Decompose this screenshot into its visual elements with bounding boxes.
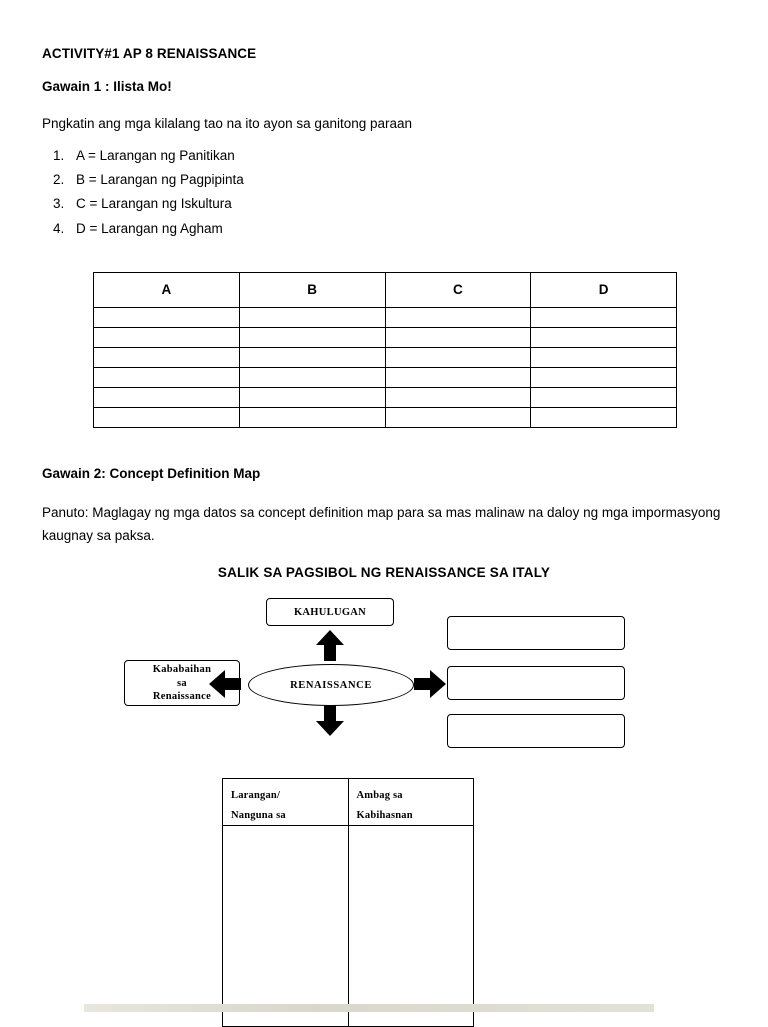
table-header-larangan-line2: Nanguna sa bbox=[231, 809, 286, 821]
table-cell[interactable] bbox=[93, 346, 240, 368]
table-cell[interactable] bbox=[93, 406, 240, 428]
table-row bbox=[93, 386, 677, 408]
table-row bbox=[93, 346, 677, 368]
concept-answer-box-2[interactable] bbox=[447, 666, 625, 701]
table-cell[interactable] bbox=[384, 346, 532, 368]
concept-center-renaissance[interactable]: RENAISSANCE bbox=[248, 664, 414, 707]
arrow-right-icon bbox=[414, 670, 446, 699]
table-row bbox=[93, 326, 677, 348]
concept-box-kahulugan-label: KAHULUGAN bbox=[293, 606, 367, 618]
page-footer-shadow bbox=[84, 1004, 654, 1012]
table-cell[interactable] bbox=[93, 306, 240, 328]
gawain1-heading: Gawain 1 : Ilista Mo! bbox=[42, 79, 172, 94]
table-header-row: Larangan/ Nanguna sa Ambag sa Kabihasnan bbox=[222, 778, 474, 827]
table-cell[interactable] bbox=[530, 346, 677, 368]
table-cell[interactable] bbox=[384, 386, 532, 408]
table-header-ambag-line2: Kabihasnan bbox=[356, 809, 413, 821]
table-row bbox=[93, 306, 677, 328]
table-cell[interactable] bbox=[93, 326, 240, 348]
table-cell[interactable] bbox=[238, 406, 386, 428]
table-header-a: A bbox=[93, 271, 240, 308]
table-row bbox=[93, 366, 677, 388]
table-row bbox=[93, 406, 677, 428]
list-item: A = Larangan ng Panitikan bbox=[68, 147, 726, 165]
legend-list: A = Larangan ng Panitikan B = Larangan n… bbox=[42, 147, 726, 238]
table-cell[interactable] bbox=[93, 366, 240, 388]
list-item: C = Larangan ng Iskultura bbox=[68, 195, 726, 213]
document-content: ACTIVITY#1 AP 8 RENAISSANCE Gawain 1 : I… bbox=[42, 46, 726, 1027]
table-cell[interactable] bbox=[384, 306, 532, 328]
table-header-larangan: Larangan/ Nanguna sa bbox=[222, 778, 349, 827]
arrow-left-icon bbox=[209, 670, 241, 699]
gawain2-section: Gawain 2: Concept Definition Map Panuto:… bbox=[42, 466, 726, 1027]
table-cell[interactable] bbox=[238, 386, 386, 408]
list-item: B = Larangan ng Pagpipinta bbox=[68, 171, 726, 189]
gawain2-heading: Gawain 2: Concept Definition Map bbox=[42, 465, 261, 481]
table-cell[interactable] bbox=[530, 306, 677, 328]
table-header-b: B bbox=[238, 271, 386, 308]
arrow-up-icon bbox=[316, 630, 344, 662]
list-item: D = Larangan ng Agham bbox=[68, 220, 726, 238]
table-cell[interactable] bbox=[238, 326, 386, 348]
table-cell[interactable] bbox=[530, 406, 677, 428]
concept-answer-box-1[interactable] bbox=[447, 616, 625, 651]
table-row bbox=[222, 825, 474, 1027]
table-cell[interactable] bbox=[384, 406, 532, 428]
table-cell[interactable] bbox=[530, 366, 677, 388]
concept-box-kahulugan[interactable]: KAHULUGAN bbox=[266, 598, 394, 627]
table-cell[interactable] bbox=[347, 825, 474, 1027]
gawain2-instruction: Panuto: Maglagay ng mga datos sa concept… bbox=[42, 504, 721, 544]
table-cell[interactable] bbox=[93, 386, 240, 408]
table-cell[interactable] bbox=[384, 326, 532, 348]
classification-table-wrapper: A B C D bbox=[93, 271, 677, 428]
table-cell[interactable] bbox=[222, 825, 349, 1027]
gawain1-instruction: Pngkatin ang mga kilalang tao na ito ayo… bbox=[42, 116, 413, 131]
table-header-row: A B C D bbox=[93, 271, 677, 308]
table-header-ambag-line1: Ambag sa bbox=[356, 790, 403, 802]
contribution-table: Larangan/ Nanguna sa Ambag sa Kabihasnan bbox=[222, 778, 474, 1027]
concept-center-label: RENAISSANCE bbox=[290, 679, 372, 691]
page-title: ACTIVITY#1 AP 8 RENAISSANCE bbox=[42, 46, 257, 61]
table-cell[interactable] bbox=[384, 366, 532, 388]
table-header-c: C bbox=[384, 271, 532, 308]
table-header-ambag: Ambag sa Kabihasnan bbox=[347, 778, 474, 827]
concept-map-title: SALIK SA PAGSIBOL NG RENAISSANCE SA ITAL… bbox=[217, 565, 551, 581]
contribution-table-wrapper: Larangan/ Nanguna sa Ambag sa Kabihasnan bbox=[222, 778, 474, 1027]
table-cell[interactable] bbox=[238, 366, 386, 388]
table-cell[interactable] bbox=[530, 326, 677, 348]
arrow-down-icon bbox=[316, 705, 344, 737]
table-cell[interactable] bbox=[238, 306, 386, 328]
table-header-d: D bbox=[530, 271, 677, 308]
table-cell[interactable] bbox=[530, 386, 677, 408]
table-cell[interactable] bbox=[238, 346, 386, 368]
table-header-larangan-line1: Larangan/ bbox=[231, 790, 281, 802]
classification-table: A B C D bbox=[93, 271, 677, 428]
concept-answer-box-3[interactable] bbox=[447, 714, 625, 749]
